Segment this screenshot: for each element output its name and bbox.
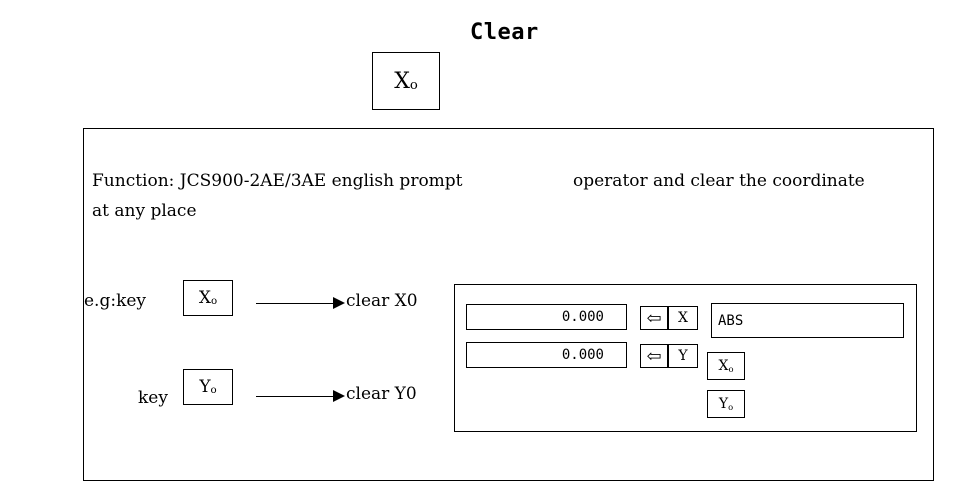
description-line2: at any place [92,201,197,221]
panel-y-zero-key-main: Y [718,396,729,412]
example-x-key-sub: o [210,296,218,308]
x-backspace-icon[interactable]: ⇦ [640,306,668,330]
description-line1-right: operator and clear the coordinate [573,171,865,191]
example-y-prefix: key [138,388,168,408]
y-readout: 0.000 [466,342,627,368]
x-axis-button[interactable]: X [668,306,698,330]
example-x-prefix: e.g:key [84,291,147,311]
example-y-arrow-line [256,396,334,397]
mode-display: ABS [711,303,904,338]
example-y-key-main: Y [199,377,211,397]
panel-x-zero-key-sub: o [728,363,734,374]
x-zero-key-sub: o [409,78,418,94]
example-y-arrow-icon [333,390,345,402]
example-x-arrow-line [256,303,334,304]
example-y-key-sub: o [210,385,217,397]
example-x-result: clear X0 [346,291,418,311]
panel-x-zero-key-main: X [718,358,729,374]
example-y-result: clear Y0 [346,384,417,404]
description-line1-left: Function: JCS900-2AE/3AE english prompt [92,171,463,191]
page-title: Clear [470,20,539,45]
example-x-key-main: X [198,288,211,308]
x-readout: 0.000 [466,304,627,330]
x-zero-key-main: X [394,68,410,94]
panel-y-zero-key-sub: o [728,401,734,412]
function-frame [83,128,934,481]
dro-panel [454,284,917,432]
example-x-arrow-icon [333,297,345,309]
y-backspace-icon[interactable]: ⇦ [640,344,668,368]
y-axis-button[interactable]: Y [668,344,698,368]
